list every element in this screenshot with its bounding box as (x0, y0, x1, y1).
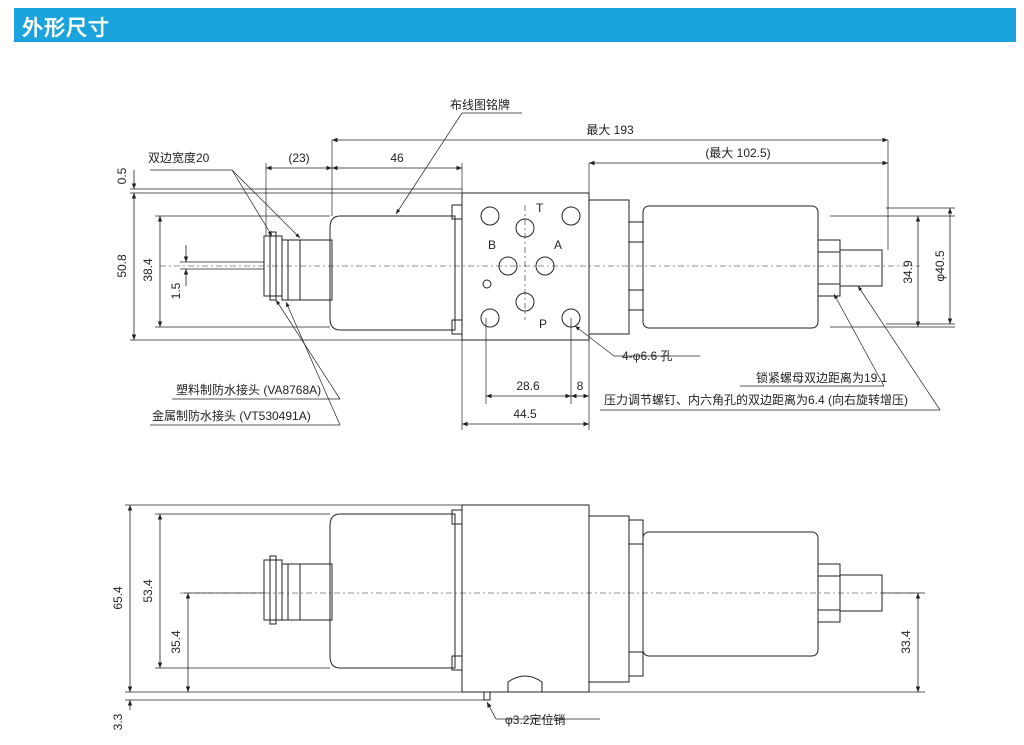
dim-46: 46 (390, 151, 404, 165)
port-label-P: P (539, 317, 547, 331)
adjust-screw (839, 249, 883, 287)
top-view (130, 112, 955, 430)
dim-44-5: 44.5 (513, 407, 537, 421)
label-adjust-screw: 压力调节螺钉、内六角孔的双边距离为6.4 (向右旋转增压) (604, 392, 908, 407)
dim-28-6: 28.6 (516, 379, 540, 393)
label-holes: 4-φ6.6 孔 (622, 349, 672, 363)
dim-phi-40-5: φ40.5 (933, 250, 947, 281)
label-lock-nut: 锁紧螺母双边距离为19.1 (756, 370, 888, 385)
dim-23: (23) (288, 151, 309, 165)
dim-65-4: 65.4 (111, 586, 125, 610)
port-label-A: A (554, 238, 562, 252)
side-view-labels: 65.4 53.4 35.4 33.4 3.3 φ3.2定位销 (111, 579, 913, 730)
dim-max-length: 最大 193 (586, 123, 634, 137)
section-title: 外形尺寸 (22, 16, 110, 40)
section-header: 外形尺寸 (14, 8, 1016, 42)
mount-hole (480, 308, 500, 328)
label-metal-connector: 金属制防水接头 (VT530491A) (152, 408, 311, 423)
locating-pin (483, 691, 491, 701)
dim-max-right: (最大 102.5) (705, 146, 770, 160)
side-view (125, 504, 925, 720)
dim-3-3: 3.3 (111, 713, 125, 730)
dim-50-8: 50.8 (115, 254, 129, 278)
label-wiring-plate: 布线图铭牌 (450, 97, 510, 112)
solenoid-coil (329, 215, 456, 331)
dim-0-5: 0.5 (115, 167, 129, 184)
label-locating-pin: φ3.2定位销 (505, 712, 565, 727)
port-label-B: B (488, 238, 496, 252)
dim-33-4: 33.4 (899, 630, 913, 654)
dim-53-4: 53.4 (141, 579, 155, 603)
dim-8: 8 (577, 379, 584, 393)
dim-35-4: 35.4 (169, 630, 183, 654)
mount-hole (480, 206, 500, 226)
dim-34-9: 34.9 (901, 260, 915, 284)
side-valve-body (461, 504, 590, 693)
port-label-T: T (536, 201, 544, 215)
label-plastic-connector: 塑料制防水接头 (VA8768A) (176, 382, 321, 397)
dim-38-4: 38.4 (141, 258, 155, 282)
top-view-labels: 最大 193 (最大 102.5) (23) 46 0.5 50.8 38.4 … (115, 97, 947, 423)
adjust-cylinder (642, 205, 819, 329)
label-width-across: 双边宽度20 (148, 150, 210, 165)
dim-1-5: 1.5 (169, 282, 183, 299)
mount-hole (561, 206, 581, 226)
lock-nut (817, 239, 841, 297)
